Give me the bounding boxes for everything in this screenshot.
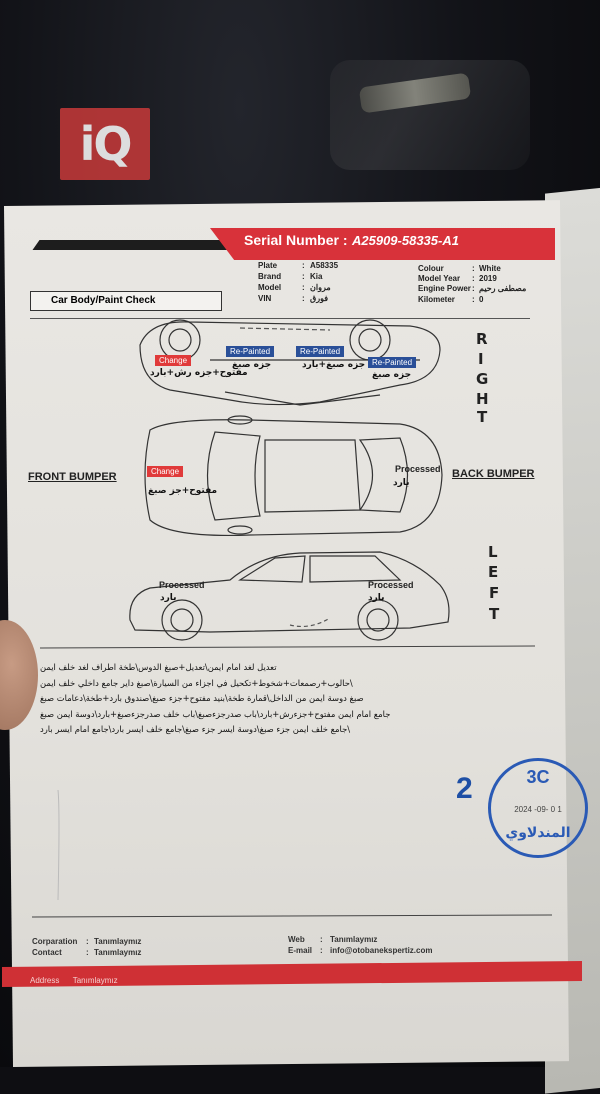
left-letter-e: E [488,563,499,581]
email-value: info@otobanekspertiz.com [330,946,433,955]
right-letter-g: G [476,370,489,388]
front-bumper-label: FRONT BUMPER [28,471,117,483]
kilometer-label: Kilometer [418,295,455,304]
note-left-processed-1: بارد [160,593,177,603]
tag-right-repainted-1: Re-Painted [226,346,275,357]
inspector-stamp: 3C 2024 -09- 0 1 المندلاوي [488,758,588,858]
contact-label: Contact [32,948,62,957]
stamp-date: 2024 -09- 0 1 [514,805,562,814]
header-red-banner [210,228,555,260]
tag-right-change: Change [155,355,192,366]
plate-value: A58335 [310,261,339,270]
model-year-value: 2019 [479,274,497,283]
email-label: E-mail [288,946,313,955]
vin-value: فورق [310,294,329,303]
note-right-repainted-1: جزه صبغ [232,360,272,370]
engine-power-value: مصطفى رحيم [479,284,527,293]
model-label: Model [258,283,282,292]
logo-text: iQ [79,117,133,171]
note-top-change: مفتوح+جز صبغ [148,486,218,496]
section-title-box: Car Body/Paint Check [30,291,222,311]
car-diagram [31,319,553,918]
web-label: Web [288,935,305,944]
tag-right-repainted-2: Re-Painted [296,346,345,357]
plate-label: Plate [258,261,278,270]
left-letter-f: F [489,584,500,602]
serial-number-label: Serial Number : [244,232,348,248]
left-letter-l: L [488,543,498,561]
note-right-repainted-2: جزه صبغ+بارد [302,360,366,370]
note-line: تعديل لغد امام ايمن\تعديل+صبغ الدوس\طخة … [40,662,277,672]
stamp-name: المندلاوي [505,825,571,841]
web-value: Tanımlaymız [330,935,378,944]
colour-value: White [479,264,501,273]
model-year-label: Model Year [418,274,461,283]
note-right-change: مفتوح+جزه رش+بارد [150,368,248,378]
note-right-repainted-3: جزه صبغ [372,370,412,380]
address-value: Tanımlaymız [72,976,118,985]
right-letter-t: T [477,408,488,426]
colour-label: Colour [418,264,444,273]
serial-number-value: A25909-58335-A1 [352,233,459,248]
kilometer-value: 0 [479,295,484,304]
iq-logo: iQ [60,108,150,180]
vin-label: VIN [258,294,272,303]
note-line: \جامع خلف ايمن جزء صبغ\دوسة ايسر جزء صبغ… [40,724,351,734]
model-value: مروان [310,283,331,292]
right-letter-h: H [476,390,489,408]
note-left-processed-2: بارد [368,593,385,603]
right-letter-i: I [478,350,484,368]
brand-value: Kia [310,272,323,281]
engine-power-label: Engine Power [418,284,471,293]
car-left-side [129,551,450,641]
corporation-label: Corparation [32,937,78,946]
tag-top-processed: Processed [395,464,441,474]
tag-left-processed-1: Processed [159,580,205,590]
stamp-code: 3C [526,767,550,787]
note-top-processed: بارد [393,478,410,488]
damage-notes: تعديل لغد امام ايمن\تعديل+صبغ الدوس\طخة … [40,660,520,738]
tag-top-change: Change [147,466,184,477]
note-line: \حالوب+رصمعات+شخوط+تكحيل في اجزاء من الس… [40,677,353,688]
note-line: جامع امام ايمن مفتوح+جزءرش+بارد\باب صدرج… [40,708,391,719]
left-letter-t: T [489,605,500,623]
note-line: صبغ دوسة ايمن من الداخل\قمارة طخة\بنيد م… [40,693,364,703]
header-divider [30,318,530,319]
right-letter-r: R [476,330,488,348]
brand-label: Brand [258,272,282,281]
tag-right-repainted-3: Re-Painted [368,357,417,368]
contact-value: Tanımlaymız [94,948,142,957]
tag-left-processed-2: Processed [368,580,414,590]
car-top-view [144,415,443,536]
address-label: Address Tanımlaymız [30,976,118,985]
page-number: 2 [456,772,473,805]
back-bumper-label: BACK BUMPER [452,468,535,480]
corporation-value: Tanımlaymız [94,937,142,946]
